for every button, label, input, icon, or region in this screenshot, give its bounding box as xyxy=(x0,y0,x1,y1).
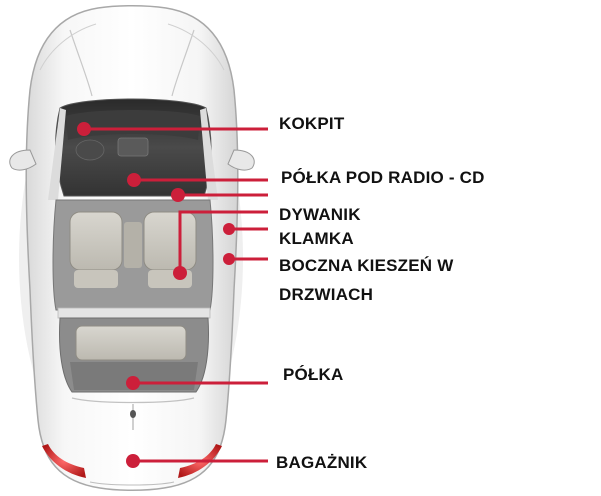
dot-dywanik-top xyxy=(171,188,185,202)
dot-polka-pod-radio xyxy=(127,173,141,187)
callout-lines xyxy=(84,127,268,463)
callout-dots xyxy=(77,122,235,468)
dot-dywanik xyxy=(173,266,187,280)
label-boczna-kieszen-line1: BOCZNA KIESZEŃ W xyxy=(279,256,454,275)
dot-klamka xyxy=(223,223,235,235)
label-kokpit: KOKPIT xyxy=(279,114,345,133)
label-klamka: KLAMKA xyxy=(279,229,354,248)
label-dywanik: DYWANIK xyxy=(279,205,361,224)
callout-dywanik xyxy=(178,210,268,273)
left-tail-light xyxy=(42,444,86,478)
label-polka-pod-radio: PÓŁKA POD RADIO - CD xyxy=(281,168,485,187)
dot-kokpit xyxy=(77,122,91,136)
label-polka: PÓŁKA xyxy=(283,365,344,384)
dot-boczna-kieszen xyxy=(223,253,235,265)
dot-polka xyxy=(126,376,140,390)
right-mirror xyxy=(227,149,255,171)
left-mirror xyxy=(9,149,37,171)
label-boczna-kieszen-line2: DRZWIACH xyxy=(279,285,374,304)
dot-bagaznik xyxy=(126,454,140,468)
label-bagaznik: BAGAŻNIK xyxy=(276,453,368,472)
